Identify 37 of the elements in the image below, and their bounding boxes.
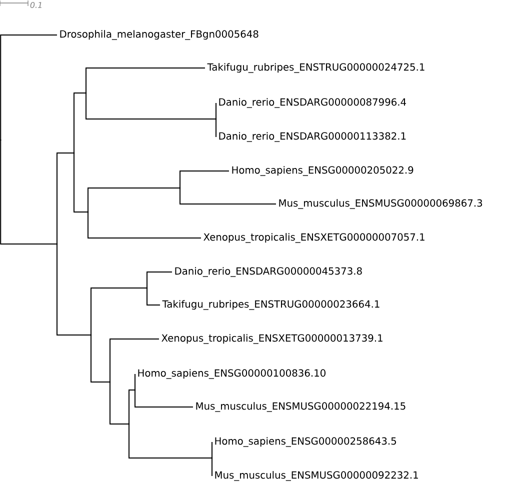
- leaf-label: Xenopus_tropicalis_ENSXETG00000013739.1: [162, 334, 382, 344]
- leaf-label: Takifugu_rubripes_ENSTRUG00000023664.1: [162, 300, 380, 310]
- tree-branch: [146, 288, 160, 306]
- tree-branch: [88, 212, 202, 238]
- tree-branch: [180, 188, 276, 204]
- tree-branch: [134, 374, 136, 390]
- tree-branch: [74, 92, 86, 154]
- tree-branch: [134, 389, 194, 408]
- tree-branch: [110, 338, 160, 382]
- leaf-label: Danio_rerio_ENSDARG00000113382.1: [219, 132, 406, 142]
- tree-branch: [74, 152, 88, 212]
- tree-branch: [88, 188, 180, 212]
- leaf-label: Homo_sapiens_ENSG00000100836.10: [138, 369, 326, 379]
- leaf-label: Xenopus_tropicalis_ENSXETG00000007057.1: [204, 233, 424, 243]
- scale-label: 0.1: [30, 2, 42, 8]
- leaf-label: Homo_sapiens_ENSG00000258643.5: [215, 437, 396, 447]
- tree-branch: [110, 381, 130, 424]
- tree-branch: [86, 68, 206, 94]
- tree-branch: [0, 140, 58, 244]
- tree-branch: [56, 152, 74, 244]
- leaf-label: Mus_musculus_ENSMUSG00000069867.3: [279, 199, 482, 209]
- tree-branch: [86, 92, 216, 120]
- leaf-label: Homo_sapiens_ENSG00000205022.9: [232, 166, 414, 176]
- leaf-label: Danio_rerio_ENSDARG00000045373.8: [175, 267, 362, 277]
- tree-branch: [90, 288, 148, 336]
- leaf-label: Danio_rerio_ENSDARG00000087996.4: [219, 98, 406, 108]
- leaf-label: Drosophila_melanogaster_FBgn0005648: [60, 30, 258, 40]
- tree-branch: [128, 389, 136, 424]
- tree-branch: [180, 170, 230, 188]
- tree-branch: [128, 423, 212, 458]
- tree-branch: [56, 244, 92, 336]
- leaf-label: Mus_musculus_ENSMUSG00000092232.1: [215, 471, 418, 481]
- tree-branch: [146, 272, 172, 288]
- leaf-label: Mus_musculus_ENSMUSG00000022194.15: [196, 402, 406, 412]
- tree-branch: [0, 34, 58, 140]
- leaf-label: Takifugu_rubripes_ENSTRUG00000024725.1: [207, 63, 424, 73]
- tree-branch: [90, 334, 110, 382]
